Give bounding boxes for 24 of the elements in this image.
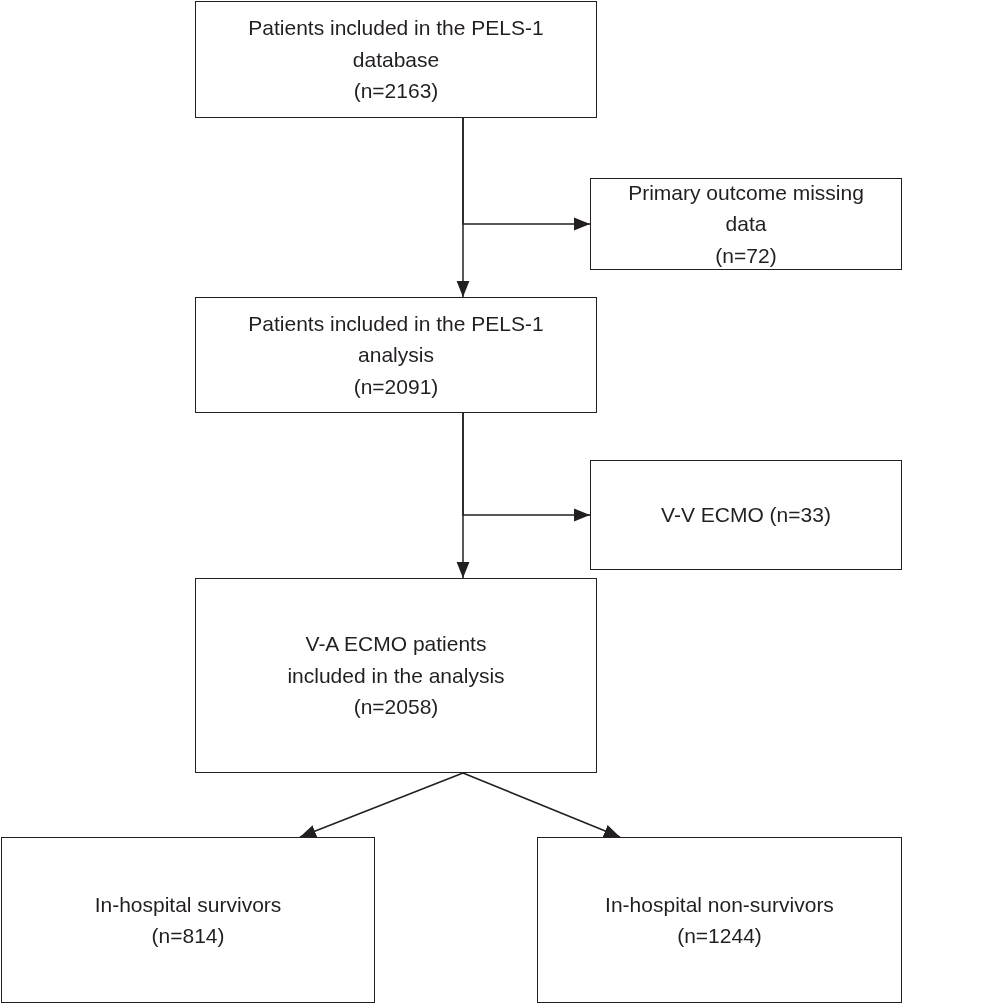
box-text: (n=814) [151,923,225,949]
box-text: Primary outcome missing data [627,179,865,238]
box-text: (n=2163) [353,78,439,105]
process-box [195,578,597,773]
box-text: (n=1244) [677,923,762,949]
box-text: (n=2091) [353,373,439,400]
box-text: Patients included in the PELS-1 database [247,15,545,73]
process-box [195,1,597,118]
process-box [590,460,902,570]
arrow [462,412,591,522]
arrow [462,772,621,838]
box-text: V-V ECMO (n=33) [661,502,831,529]
arrow [462,117,591,231]
process-box [537,837,902,1003]
box-text: V-A ECMO patients included in the analysis [286,631,506,689]
box-text: In-hospital non-survivors [605,891,834,918]
box-text: (n=72) [715,242,777,269]
process-box [1,837,375,1003]
process-box [590,178,902,270]
box-text: (n=2058) [353,694,439,721]
box-text: Patients included in the PELS-1 analysis [247,310,545,369]
arrow [299,772,464,838]
box-text: In-hospital survivors [94,891,282,918]
process-box [195,297,597,413]
